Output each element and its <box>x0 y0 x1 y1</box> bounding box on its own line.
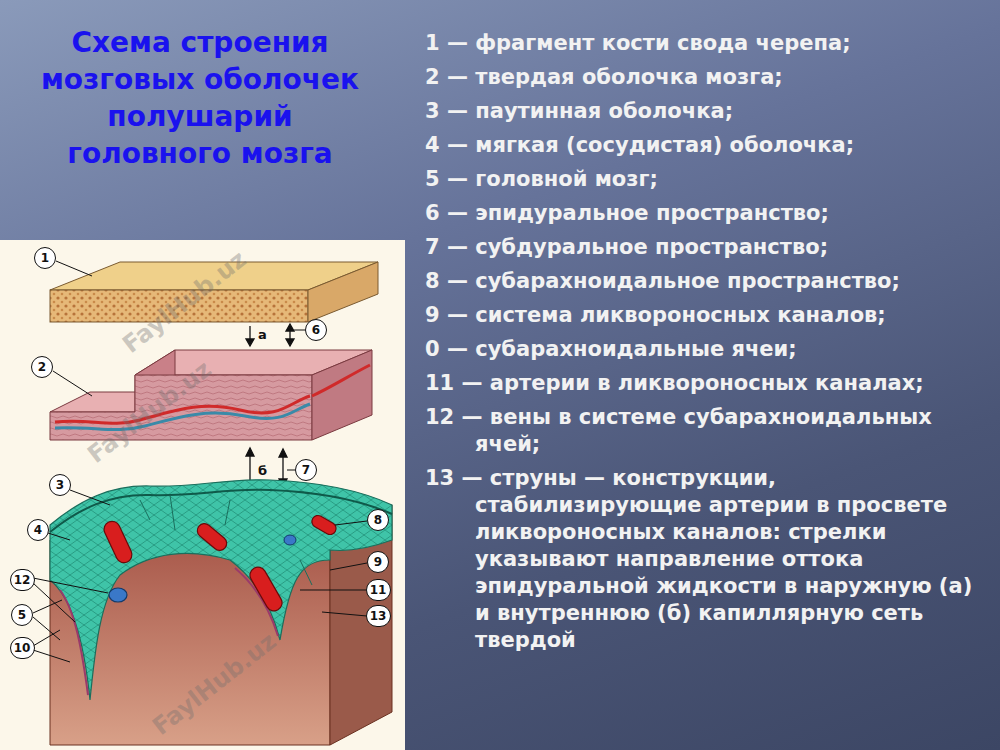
title: Схема строения мозговых оболочек полушар… <box>30 24 370 172</box>
callout-text: 7 <box>302 464 310 476</box>
callout-number: 12 <box>10 569 35 591</box>
watermark: FaylHub.uz <box>148 629 280 740</box>
key-text: 1 — фрагмент кости свода черепа; <box>425 30 993 57</box>
callout-text: 1 <box>41 252 49 264</box>
callout-text: 6 <box>312 324 320 336</box>
callout-text: 11 <box>370 584 387 596</box>
callout-number: 5 <box>11 604 33 626</box>
callout-text: 2 <box>38 361 46 373</box>
space-arrows <box>246 324 294 488</box>
callout-text: 12 <box>14 574 31 586</box>
callout-number: 8 <box>367 509 389 531</box>
arrow-letter: а <box>258 328 267 341</box>
brain-block <box>50 480 392 745</box>
callout-text: 4 <box>34 524 42 536</box>
key-text: 13 — струны — конструкции, стабилизирующ… <box>425 465 993 654</box>
key-list: 1 — фрагмент кости свода черепа; 2 — твер… <box>425 30 993 661</box>
callout-number: 7 <box>295 459 317 481</box>
key-text: 2 — твердая оболочка мозга; <box>425 64 993 91</box>
callout-text: 13 <box>370 610 387 622</box>
callout-number: 3 <box>49 474 71 496</box>
key-text: 8 — субарахноидальное пространство; <box>425 268 993 295</box>
key-text: 7 — субдуральное пространство; <box>425 234 993 261</box>
callout-number: 13 <box>366 605 391 627</box>
callout-number: 6 <box>305 319 327 341</box>
watermark: FaylHub.uz <box>118 247 250 358</box>
key-text: 4 — мягкая (сосудистая) оболочка; <box>425 132 993 159</box>
key-text: 9 — система ликвороносных каналов; <box>425 302 993 329</box>
callout-text: 10 <box>14 642 31 654</box>
key-text: 11 — артерии в ликвороносных каналах; <box>425 370 993 397</box>
callout-number: 9 <box>367 551 389 573</box>
watermark: FaylHub.uz <box>83 357 215 468</box>
key-text: 6 — эпидуральное пространство; <box>425 200 993 227</box>
callout-number: 11 <box>366 579 391 601</box>
dura-mater <box>50 350 372 440</box>
callout-text: 5 <box>18 609 26 621</box>
callout-number: 10 <box>10 637 35 659</box>
key-text: 0 — субарахноидальные ячеи; <box>425 336 993 363</box>
leader-lines <box>33 261 367 662</box>
callout-text: 3 <box>56 479 64 491</box>
callout-text: 9 <box>374 556 382 568</box>
arrow-letter: б <box>258 464 267 477</box>
callout-text: 8 <box>374 514 382 526</box>
key-text: 5 — головной мозг; <box>425 166 993 193</box>
callout-number: 2 <box>31 356 53 378</box>
key-text: 3 — паутинная оболочка; <box>425 98 993 125</box>
figure-panel <box>0 240 405 750</box>
key-text: 12 — вены в системе субарахноидальных яч… <box>425 404 993 458</box>
callout-number: 4 <box>27 519 49 541</box>
callout-number: 1 <box>34 247 56 269</box>
